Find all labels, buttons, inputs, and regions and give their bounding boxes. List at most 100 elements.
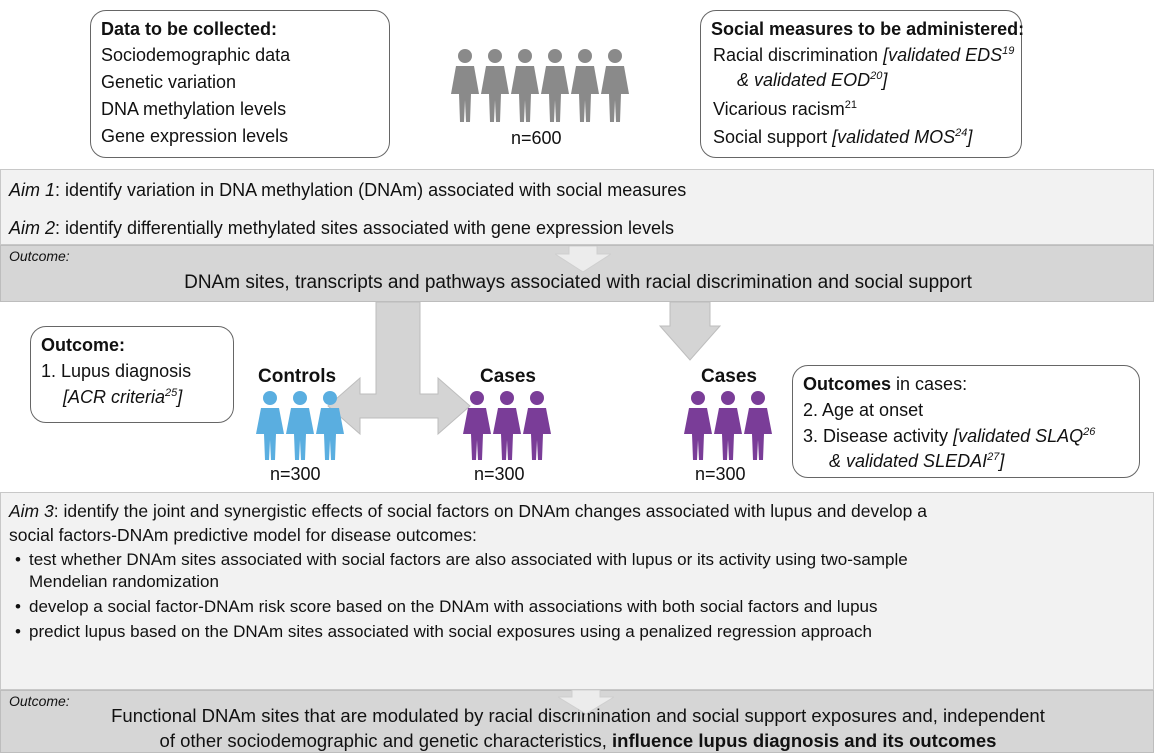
da-sup: 26	[1083, 426, 1096, 438]
female-person-icon	[571, 49, 599, 122]
ss-text: Social support	[713, 127, 833, 147]
aim2-label: Aim 2	[9, 218, 56, 238]
aim3-bullet: predict lupus based on the DNAm sites as…	[15, 621, 1154, 643]
aim3-label: Aim 3	[9, 501, 54, 521]
aim3-line1: : identify the joint and synergistic eff…	[53, 501, 927, 521]
vr-text: Vicarious racism	[713, 99, 845, 119]
data-item: DNA methylation levels	[101, 99, 287, 119]
controls-group	[256, 391, 344, 460]
female-person-icon	[493, 391, 521, 460]
female-person-icon	[523, 391, 551, 460]
lupus-outcome-title: Outcome:	[41, 335, 126, 355]
disease-activity-line2: & validated SLEDAI27]	[829, 449, 1004, 473]
lupus-outcome-box: Outcome: 1. Lupus diagnosis [ACR criteri…	[30, 326, 234, 423]
outcome1-label: Outcome:	[9, 248, 70, 264]
cases-outcomes-title: Outcomes in cases:	[803, 372, 967, 396]
bullet2-text: develop a social factor-DNAm risk score …	[29, 597, 878, 616]
bullet1-line2: Mendelian randomization	[29, 572, 219, 591]
da-sup2: 27	[987, 451, 1000, 463]
rd-sup2: 20	[870, 70, 883, 82]
social-measures-box: Social measures to be administered: Raci…	[700, 10, 1025, 158]
data-item: Gene expression levels	[101, 126, 289, 146]
controls-count: n=300	[270, 464, 321, 484]
final-line2b: influence lupus diagnosis and its outcom…	[612, 730, 997, 751]
aim3-bullet: test whether DNAm sites associated with …	[15, 549, 1154, 593]
arrow-down-cases	[658, 302, 722, 361]
outcome1-text: DNAm sites, transcripts and pathways ass…	[184, 272, 972, 293]
flow-arrows	[327, 302, 722, 436]
social-title: Social measures to be administered:	[711, 19, 1025, 39]
arrow-down-small-1	[555, 246, 611, 272]
aim3-bullets: test whether DNAm sites associated with …	[13, 549, 1154, 643]
social-support-line: Social support [validated MOS24]	[713, 125, 972, 149]
ss-val: [validated MOS	[832, 127, 956, 147]
rd-close: ]	[882, 70, 888, 90]
final-outcome-label: Outcome:	[9, 693, 70, 709]
female-person-icon	[684, 391, 712, 460]
female-person-icon	[541, 49, 569, 122]
final-line1: Functional DNAm sites that are modulated…	[111, 705, 1045, 726]
female-person-icon	[744, 391, 772, 460]
acr-text: [ACR criteria	[63, 387, 166, 407]
aim1-label: Aim 1	[9, 180, 56, 200]
bullet1-line1: test whether DNAm sites associated with …	[29, 550, 908, 569]
population-count: n=600	[511, 128, 562, 148]
vr-sup: 21	[844, 99, 857, 111]
acr-close: ]	[177, 387, 183, 407]
population-group	[451, 49, 629, 122]
cases2-label: Cases	[701, 366, 757, 387]
rd-val1: [validated EDS	[883, 45, 1003, 65]
da-close: ]	[999, 451, 1005, 471]
female-person-icon	[451, 49, 479, 122]
racial-discrimination-line: Racial discrimination [validated EDS19	[713, 43, 1014, 67]
female-person-icon	[463, 391, 491, 460]
da-val2: & validated SLEDAI	[829, 451, 988, 471]
rd-text: Racial discrimination	[713, 45, 884, 65]
female-person-icon	[601, 49, 629, 122]
female-person-icon	[511, 49, 539, 122]
aim2-text: : identify differentially methylated sit…	[55, 218, 675, 238]
aim3-line2: social factors-DNAm predictive model for…	[9, 525, 477, 545]
aim1-line: Aim 1: identify variation in DNA methyla…	[9, 178, 686, 202]
cases-group	[463, 391, 551, 460]
rd-sup1: 19	[1002, 45, 1015, 57]
final-line2a: of other sociodemographic and genetic ch…	[159, 730, 612, 751]
outcomes-bold: Outcomes	[803, 374, 892, 394]
acr-sup: 25	[165, 387, 178, 399]
cases-outcomes-box: Outcomes in cases: 2. Age at onset 3. Di…	[792, 365, 1140, 478]
outcomes-rest: in cases:	[891, 374, 968, 394]
aim2-line: Aim 2: identify differentially methylate…	[9, 216, 674, 240]
data-item: Sociodemographic data	[101, 45, 291, 65]
age-at-onset-item: 2. Age at onset	[803, 400, 924, 420]
split-arrow	[327, 302, 471, 436]
ss-sup: 24	[955, 127, 968, 139]
lupus-diagnosis-item: 1. Lupus diagnosis	[41, 361, 192, 381]
female-person-icon	[714, 391, 742, 460]
acr-criteria: [ACR criteria25]	[63, 385, 182, 409]
female-person-icon	[286, 391, 314, 460]
cases-count: n=300	[474, 464, 525, 484]
data-item: Genetic variation	[101, 72, 237, 92]
final-outcome-text: Functional DNAm sites that are modulated…	[1, 703, 1154, 753]
racial-discrimination-line2: & validated EOD20]	[737, 68, 887, 92]
rd-val2: & validated EOD	[737, 70, 871, 90]
cases2-count: n=300	[695, 464, 746, 484]
bullet3-text: predict lupus based on the DNAm sites as…	[29, 622, 872, 641]
female-person-icon	[256, 391, 284, 460]
cases-label: Cases	[480, 366, 536, 387]
vicarious-racism-line: Vicarious racism21	[713, 97, 857, 121]
data-collected-title: Data to be collected:	[101, 19, 278, 39]
aim3-band: Aim 3: identify the joint and synergisti…	[0, 492, 1154, 690]
ss-close: ]	[967, 127, 973, 147]
aim3-bullet: develop a social factor-DNAm risk score …	[15, 596, 1154, 618]
aims-1-2-band: Aim 1: identify variation in DNA methyla…	[0, 169, 1154, 245]
aim3-text: Aim 3: identify the joint and synergisti…	[9, 499, 1149, 547]
female-person-icon	[316, 391, 344, 460]
da-val: [validated SLAQ	[953, 426, 1084, 446]
female-person-icon	[481, 49, 509, 122]
aim1-text: : identify variation in DNA methylation …	[55, 180, 687, 200]
da-text: 3. Disease activity	[803, 426, 954, 446]
data-collected-box: Data to be collected: Sociodemographic d…	[90, 10, 390, 158]
arrow-down-small-2	[558, 690, 614, 714]
disease-activity-item: 3. Disease activity [validated SLAQ26	[803, 424, 1095, 448]
